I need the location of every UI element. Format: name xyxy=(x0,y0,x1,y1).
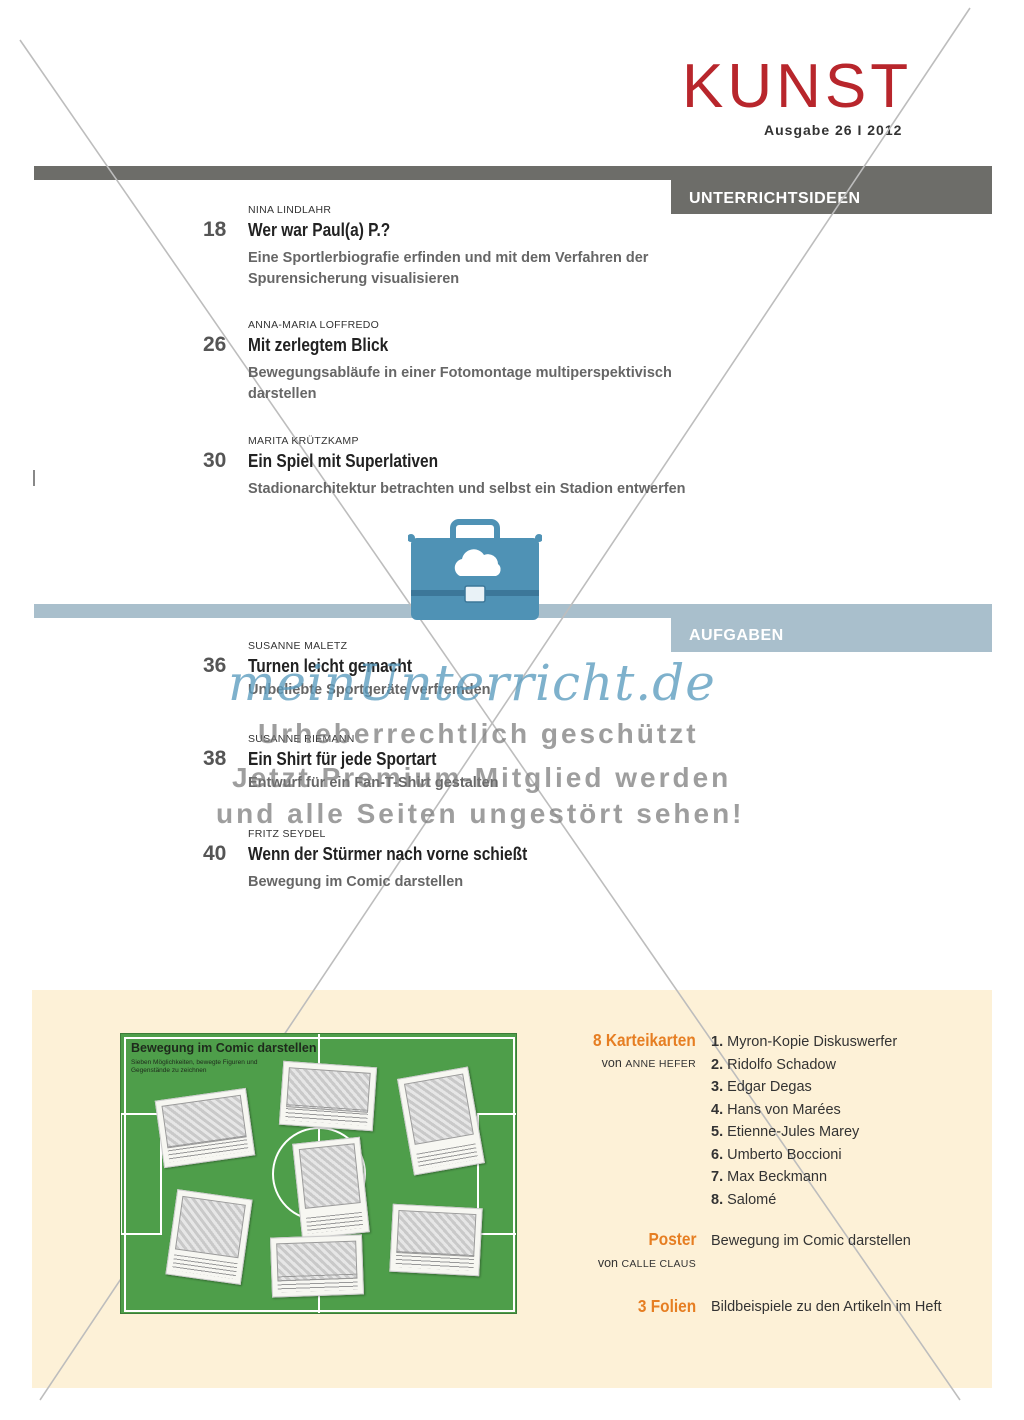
entry-page: 30 xyxy=(203,449,227,472)
poster-description: Bewegung im Comic darstellen xyxy=(711,1233,911,1249)
poster-preview-title: Bewegung im Comic darstellen xyxy=(131,1041,317,1055)
entry-subtitle: Bewegungsabläufe in einer Fotomontage mu… xyxy=(248,365,672,402)
ideas-section-bar xyxy=(34,166,992,180)
margin-tick xyxy=(33,470,35,486)
list-item: 6. Umberto Boccioni xyxy=(711,1146,842,1163)
list-item: 4. Hans von Marées xyxy=(711,1101,841,1118)
list-item: 2. Ridolfo Schadow xyxy=(711,1056,836,1073)
comic-card xyxy=(292,1136,370,1240)
entry-title[interactable]: Wer war Paul(a) P.? xyxy=(248,220,391,240)
poster-author: von CALLE CLAUS xyxy=(597,1256,696,1270)
entry-page: 38 xyxy=(203,747,227,770)
tasks-section-label: AUFGABEN xyxy=(671,618,992,652)
entry-page: 36 xyxy=(203,654,227,677)
comic-card xyxy=(154,1087,256,1169)
magazine-brand: KUNST xyxy=(682,52,913,121)
comic-card xyxy=(278,1060,378,1132)
cards-author: von ANNE HEFER xyxy=(601,1056,696,1070)
comic-card xyxy=(269,1234,365,1298)
entry-title[interactable]: Wenn der Stürmer nach vorne schießt xyxy=(248,844,528,864)
list-item: 3. Edgar Degas xyxy=(711,1079,812,1095)
slides-label: 3 Folien xyxy=(637,1296,696,1316)
watermark-line: Jetzt Premium-Mitglied werden xyxy=(232,762,732,793)
list-item: 5. Etienne-Jules Marey xyxy=(711,1124,860,1140)
entry-page: 40 xyxy=(203,842,227,865)
briefcase-cloud-icon xyxy=(408,519,542,620)
cards-list: 1. Myron-Kopie Diskuswerfer 2. Ridolfo S… xyxy=(711,1031,897,1211)
entry-author: SUSANNE MALETZ xyxy=(248,640,348,652)
watermark-line: und alle Seiten ungestört sehen! xyxy=(216,798,745,829)
cards-label: 8 Karteikarten xyxy=(593,1030,696,1050)
entry-subtitle: Bewegung im Comic darstellen xyxy=(248,874,464,890)
list-item: 7. Max Beckmann xyxy=(711,1169,828,1185)
poster-preview[interactable]: Bewegung im Comic darstellen Sieben Mögl… xyxy=(120,1033,517,1314)
list-item: 1. Myron-Kopie Diskuswerfer xyxy=(711,1034,898,1050)
entry-page: 18 xyxy=(203,218,227,241)
entry-subtitle: Stadionarchitektur betrachten und selbst… xyxy=(248,481,686,497)
issue-number: Ausgabe 26 I 2012 xyxy=(764,122,903,138)
list-item: 8. Salomé xyxy=(711,1191,777,1208)
comic-card xyxy=(165,1189,253,1285)
slides-description: Bildbeispiele zu den Artikeln im Heft xyxy=(711,1299,942,1315)
entry-author: MARITA KRÜTZKAMP xyxy=(248,435,359,447)
entry-title[interactable]: Ein Spiel mit Superlativen xyxy=(248,451,439,471)
entry-subtitle: Eine Sportlerbiografie erfinden und mit … xyxy=(248,250,649,287)
watermark-line: Urheberrechtlich geschützt xyxy=(258,718,699,749)
poster-preview-subtitle: Sieben Möglichkeiten, bewegte Figuren un… xyxy=(131,1059,258,1074)
ideas-section-label: UNTERRICHTSIDEEN xyxy=(671,180,992,214)
watermark-logo: meinUnterricht.de xyxy=(228,654,716,712)
entry-author: NINA LINDLAHR xyxy=(248,204,332,216)
poster-label: Poster xyxy=(648,1229,696,1249)
entry-author: ANNA-MARIA LOFFREDO xyxy=(248,319,380,331)
comic-card xyxy=(389,1203,483,1277)
entry-page: 26 xyxy=(203,333,227,356)
entry-title[interactable]: Mit zerlegtem Blick xyxy=(248,335,389,355)
